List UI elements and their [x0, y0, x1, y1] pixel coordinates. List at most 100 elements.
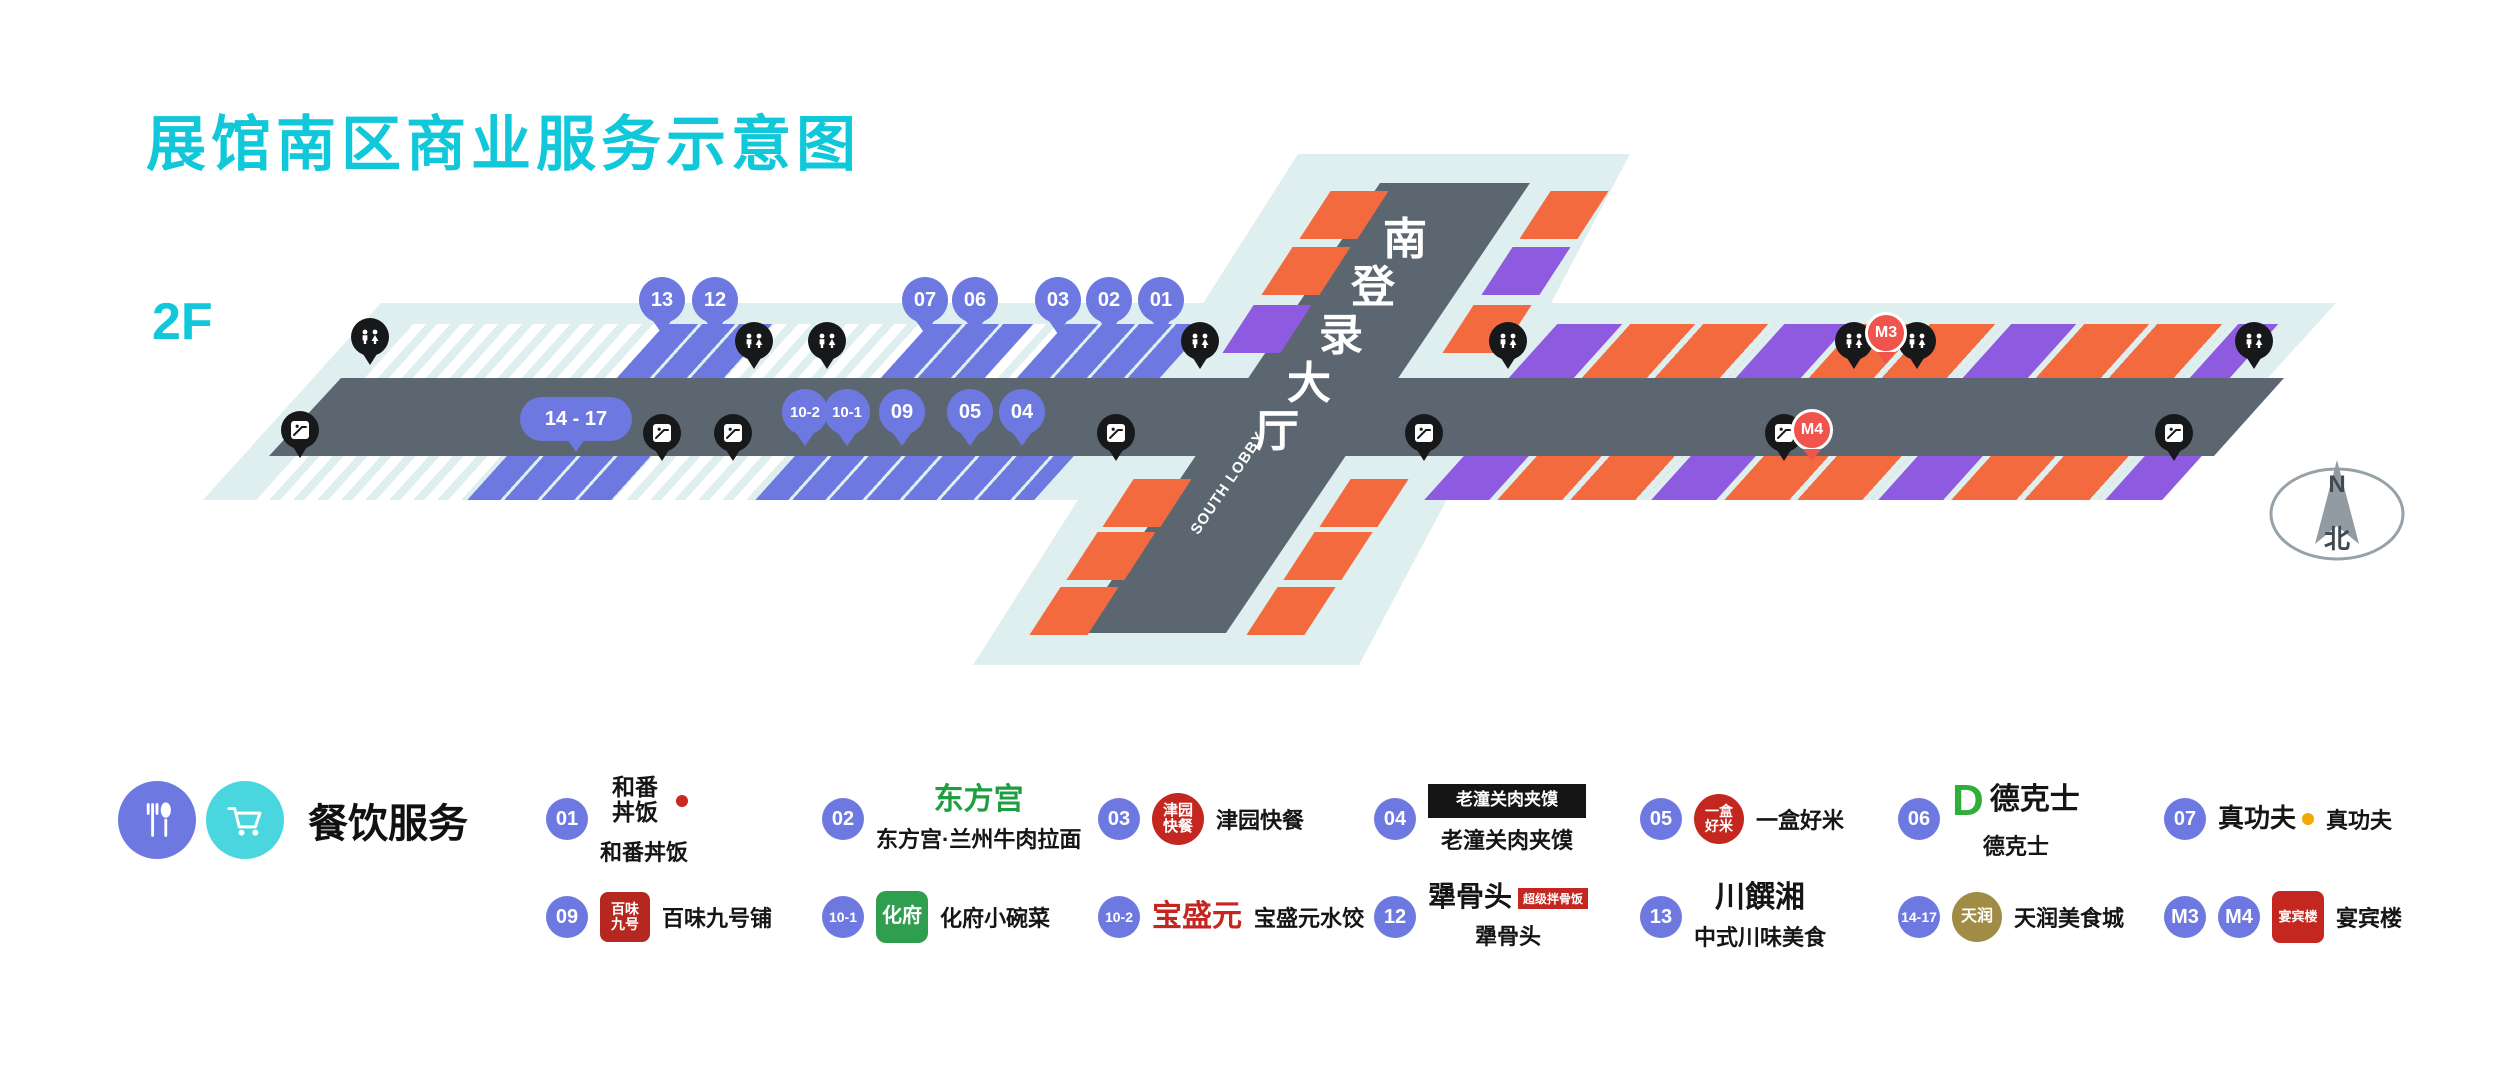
pin-tail	[1501, 358, 1515, 369]
legend-item-stack: 川饌湘中式川味美食	[1694, 881, 1826, 951]
shop-name: 天润美食城	[2014, 906, 2125, 931]
legend-badge-02: 02	[822, 798, 864, 840]
pin-tail	[838, 433, 856, 446]
pin-head	[351, 318, 389, 356]
brand-logo-mark: 真功夫	[2218, 803, 2297, 833]
pin-tail	[1877, 352, 1895, 364]
brand-logo: 真功夫	[2218, 803, 2315, 833]
shop-name: 一盒好米	[1756, 808, 1845, 833]
brand-logo-mark: 东方宫	[933, 783, 1024, 817]
shop-name: 宝盛元水饺	[1254, 906, 1365, 931]
brand-logo: 川饌湘	[1715, 881, 1805, 914]
restroom-pin	[1489, 322, 1527, 369]
pin-tail	[567, 439, 585, 452]
compass-needle	[2315, 460, 2359, 544]
pin-head: 03	[1035, 277, 1081, 323]
legend-badge-10-2: 10-2	[1098, 896, 1140, 938]
pin-head	[1181, 322, 1219, 360]
brand-logo-mark: 老潼关肉夹馍	[1428, 783, 1586, 818]
pin-tail	[916, 321, 934, 334]
lobby-label-char: 大	[1287, 359, 1331, 408]
map-pin-10-1: 10-1	[824, 389, 870, 446]
compass-n-label: N	[2328, 471, 2345, 498]
pin-head	[1097, 414, 1135, 452]
escalator-pin	[281, 411, 319, 458]
pin-tail	[966, 321, 984, 334]
legend-item-12: 12 犟骨头超级拌骨饭犟骨头	[1374, 867, 1589, 967]
brand-logo: 宝盛元	[1152, 900, 1242, 933]
escalator-pin	[2155, 414, 2193, 461]
brand-logo-mark: D	[1952, 775, 1984, 825]
pin-tail	[2167, 450, 2181, 461]
escalator-icon	[1107, 424, 1125, 442]
escalator-icon	[653, 424, 671, 442]
pin-tail	[655, 450, 669, 461]
restroom-pin	[2235, 322, 2273, 369]
shop-name: 百味九号铺	[662, 906, 773, 931]
brand-logo: 宴宾楼	[2272, 891, 2324, 943]
restroom-icon	[1846, 333, 1863, 348]
brand-logo: 东方宫	[933, 783, 1024, 817]
pin-tail	[1777, 450, 1791, 461]
pin-head: 10-1	[824, 389, 870, 435]
pin-tail	[1100, 321, 1118, 334]
pin-head: 10-2	[782, 389, 828, 435]
escalator-icon	[1415, 424, 1433, 442]
pin-tail	[2247, 358, 2261, 369]
tile-strip-stripes	[256, 456, 507, 500]
escalator-pin	[643, 414, 681, 461]
legend-item-stack: 老潼关肉夹馍老潼关肉夹馍	[1428, 783, 1586, 855]
pin-head: M4	[1791, 409, 1833, 451]
legend-badge-05: 05	[1640, 798, 1682, 840]
pin-head: 12	[692, 277, 738, 323]
legend-badge-13: 13	[1640, 896, 1682, 938]
pin-tail	[747, 358, 761, 369]
pin-head: 14 - 17	[520, 397, 632, 441]
pin-head	[2155, 414, 2193, 452]
brand-accent-dot	[2302, 812, 2315, 825]
restroom-icon	[1192, 333, 1209, 348]
map-pin-14 - 17: 14 - 17	[520, 397, 632, 452]
map-pin-M4: M4	[1791, 409, 1833, 461]
escalator-icon	[724, 424, 742, 442]
legend-badge-12: 12	[1374, 896, 1416, 938]
lobby-label-char: 登	[1351, 263, 1395, 312]
brand-logo-mark: 犟骨头	[1428, 882, 1513, 914]
pin-head	[808, 322, 846, 360]
pin-tail	[726, 450, 740, 461]
pin-head: 06	[952, 277, 998, 323]
pin-tail	[706, 321, 724, 334]
map-pin-09: 09	[879, 389, 925, 446]
pin-tail	[1847, 358, 1861, 369]
pin-tail	[1910, 358, 1924, 369]
legend-item-stack: 犟骨头超级拌骨饭犟骨头	[1428, 882, 1589, 950]
brand-logo-mark: 宴宾楼	[2272, 891, 2324, 943]
lobby-label-char: 录	[1319, 311, 1363, 360]
legend-item-13: 13 川饌湘中式川味美食	[1640, 867, 1826, 967]
brand-logo-mark: 化府	[876, 891, 928, 943]
shop-name: 老潼关肉夹馍	[1440, 827, 1573, 853]
legend-badge-M3: M3	[2164, 896, 2206, 938]
escalator-pin	[1097, 414, 1135, 461]
pin-head	[281, 411, 319, 449]
shop-name: 津园快餐	[1216, 808, 1305, 833]
restroom-icon	[362, 329, 379, 344]
legend-badge-M4: M4	[2218, 896, 2260, 938]
pin-head	[2235, 322, 2273, 360]
shop-name: 和番丼饭	[600, 839, 689, 865]
pin-tail	[820, 358, 834, 369]
escalator-pin	[1405, 414, 1443, 461]
pin-head: 05	[947, 389, 993, 435]
legend-badge-04: 04	[1374, 798, 1416, 840]
compass-north-cn-label: 北	[2324, 524, 2350, 554]
pin-head	[1489, 322, 1527, 360]
map-pin-M3: M3	[1865, 312, 1907, 364]
